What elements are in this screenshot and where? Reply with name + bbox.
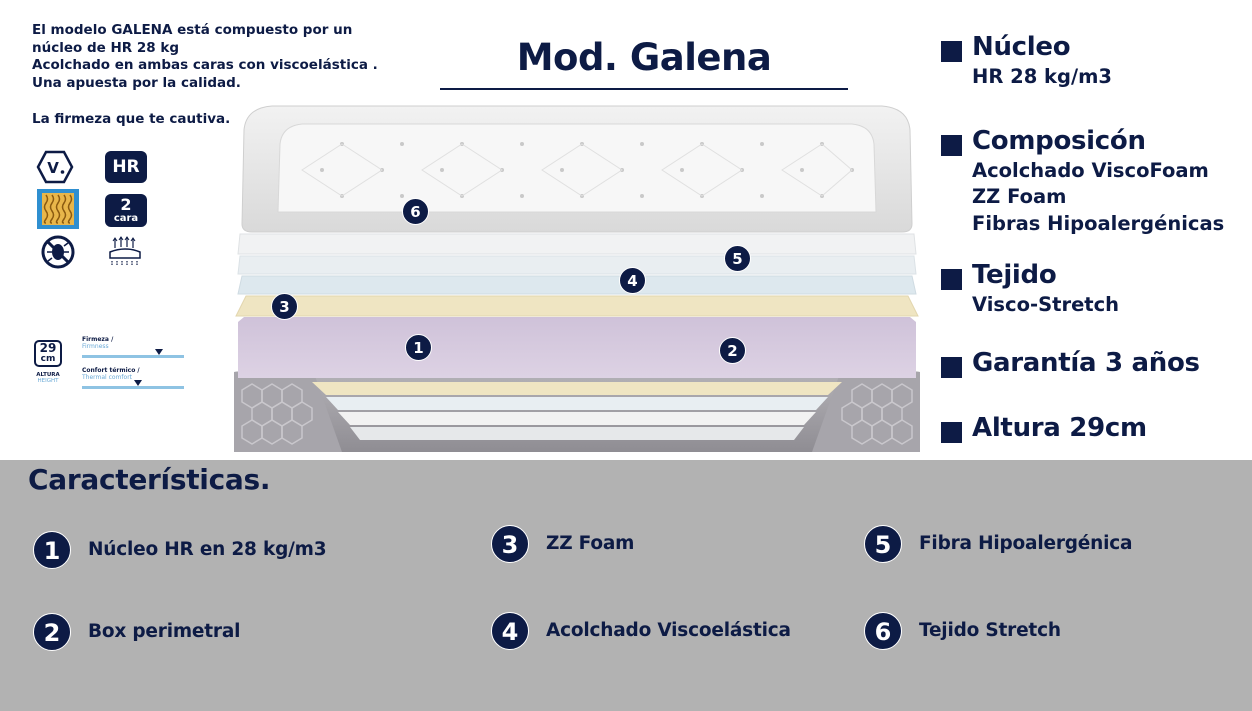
feature-number: 1 bbox=[33, 531, 71, 569]
feature-label: Box perimetral bbox=[88, 621, 241, 642]
intro-line: El modelo GALENA está compuesto por un bbox=[32, 22, 353, 38]
mattress-core-layer bbox=[238, 317, 916, 378]
firmness-label-es: Firmeza / bbox=[82, 336, 114, 343]
feature-number: 5 bbox=[864, 525, 902, 563]
layer-marker-4: 4 bbox=[619, 267, 646, 294]
spec-detail: ZZ Foam bbox=[972, 185, 1067, 208]
height-label: ALTURA HEIGHT bbox=[30, 372, 66, 384]
thermal-comfort-label: Confort térmico / Thermal comfort bbox=[82, 367, 140, 381]
fabric-layer bbox=[237, 233, 917, 255]
specs-list: Núcleo HR 28 kg/m3 Composicón Acolchado … bbox=[941, 0, 1252, 460]
spec-heading: Composicón bbox=[972, 126, 1146, 156]
spec-heading: Núcleo bbox=[972, 32, 1071, 62]
layer-marker-6: 6 bbox=[402, 198, 429, 225]
firmness-label: Firmeza / Firmness bbox=[82, 336, 113, 350]
two-face-number: 2 bbox=[120, 195, 132, 214]
thermal-label-es: Confort térmico / bbox=[82, 367, 140, 374]
intro-text: El modelo GALENA está compuesto por un n… bbox=[32, 22, 412, 92]
layer-marker-2: 2 bbox=[719, 337, 746, 364]
spec-detail: HR 28 kg/m3 bbox=[972, 65, 1112, 88]
feature-number: 3 bbox=[491, 525, 529, 563]
page-title: Mod. Galena bbox=[516, 36, 772, 79]
spec-bullet bbox=[941, 135, 962, 156]
mattress-illustration bbox=[234, 105, 920, 452]
spec-bullet bbox=[941, 357, 962, 378]
mattress-base-box bbox=[234, 362, 920, 452]
two-face-icon: 2 cara bbox=[105, 194, 147, 227]
height-badge-value: 29 bbox=[39, 341, 57, 355]
intro-line: Acolchado en ambas caras con viscoelásti… bbox=[32, 57, 378, 73]
layer-marker-3: 3 bbox=[271, 293, 298, 320]
spec-bullet bbox=[941, 41, 962, 62]
breathable-icon bbox=[109, 236, 141, 265]
characteristics-panel bbox=[0, 460, 1252, 711]
feature-number: 4 bbox=[491, 612, 529, 650]
fiber-layer bbox=[237, 275, 917, 295]
intro-line: Una apuesta por la calidad. bbox=[32, 74, 241, 91]
feature-number: 2 bbox=[33, 613, 71, 651]
feature-label: Fibra Hipoalergénica bbox=[919, 533, 1133, 554]
layer-marker-1: 1 bbox=[405, 334, 432, 361]
feature-label: Tejido Stretch bbox=[919, 620, 1061, 641]
firmness-gauge bbox=[82, 355, 184, 358]
fiber-filling-icon bbox=[37, 189, 79, 229]
feature-label: ZZ Foam bbox=[546, 533, 635, 554]
anti-mite-icon bbox=[41, 235, 75, 269]
hr-icon: HR bbox=[105, 151, 147, 183]
spec-bullet bbox=[941, 422, 962, 443]
title-underline bbox=[440, 88, 848, 90]
visco-layer bbox=[237, 255, 917, 275]
layer-marker-5: 5 bbox=[724, 245, 751, 272]
intro-line: núcleo de HR 28 kg bbox=[32, 39, 180, 56]
spec-detail: Acolchado ViscoFoam bbox=[972, 159, 1209, 182]
feature-label: Núcleo HR en 28 kg/m3 bbox=[88, 539, 327, 560]
height-label-en: HEIGHT bbox=[37, 378, 59, 384]
spec-heading: Altura 29cm bbox=[972, 413, 1147, 443]
characteristics-title: Características. bbox=[28, 463, 271, 496]
viscoelastic-icon-letter: V bbox=[47, 159, 59, 177]
thermal-comfort-gauge-marker bbox=[134, 380, 143, 386]
spec-detail: Fibras Hipoalergénicas bbox=[972, 212, 1225, 235]
height-badge: 29 cm bbox=[34, 340, 62, 367]
firmness-label-en: Firmness bbox=[82, 343, 109, 350]
thermal-comfort-gauge bbox=[82, 386, 184, 389]
firmness-gauge-marker bbox=[154, 349, 163, 355]
tagline: La firmeza que te cautiva. bbox=[32, 111, 231, 127]
two-face-word: cara bbox=[113, 213, 139, 224]
viscoelastic-icon: V bbox=[36, 150, 74, 184]
spec-bullet bbox=[941, 269, 962, 290]
feature-label: Acolchado Viscoelástica bbox=[546, 620, 791, 641]
feature-number: 6 bbox=[864, 612, 902, 650]
zz-foam-layer bbox=[235, 295, 919, 317]
spec-heading: Garantía 3 años bbox=[972, 348, 1200, 378]
height-label-es: ALTURA bbox=[36, 372, 60, 378]
height-badge-unit: cm bbox=[40, 354, 56, 364]
spec-detail: Visco-Stretch bbox=[972, 293, 1120, 316]
spec-heading: Tejido bbox=[972, 260, 1057, 290]
thermal-label-en: Thermal comfort bbox=[82, 374, 133, 381]
